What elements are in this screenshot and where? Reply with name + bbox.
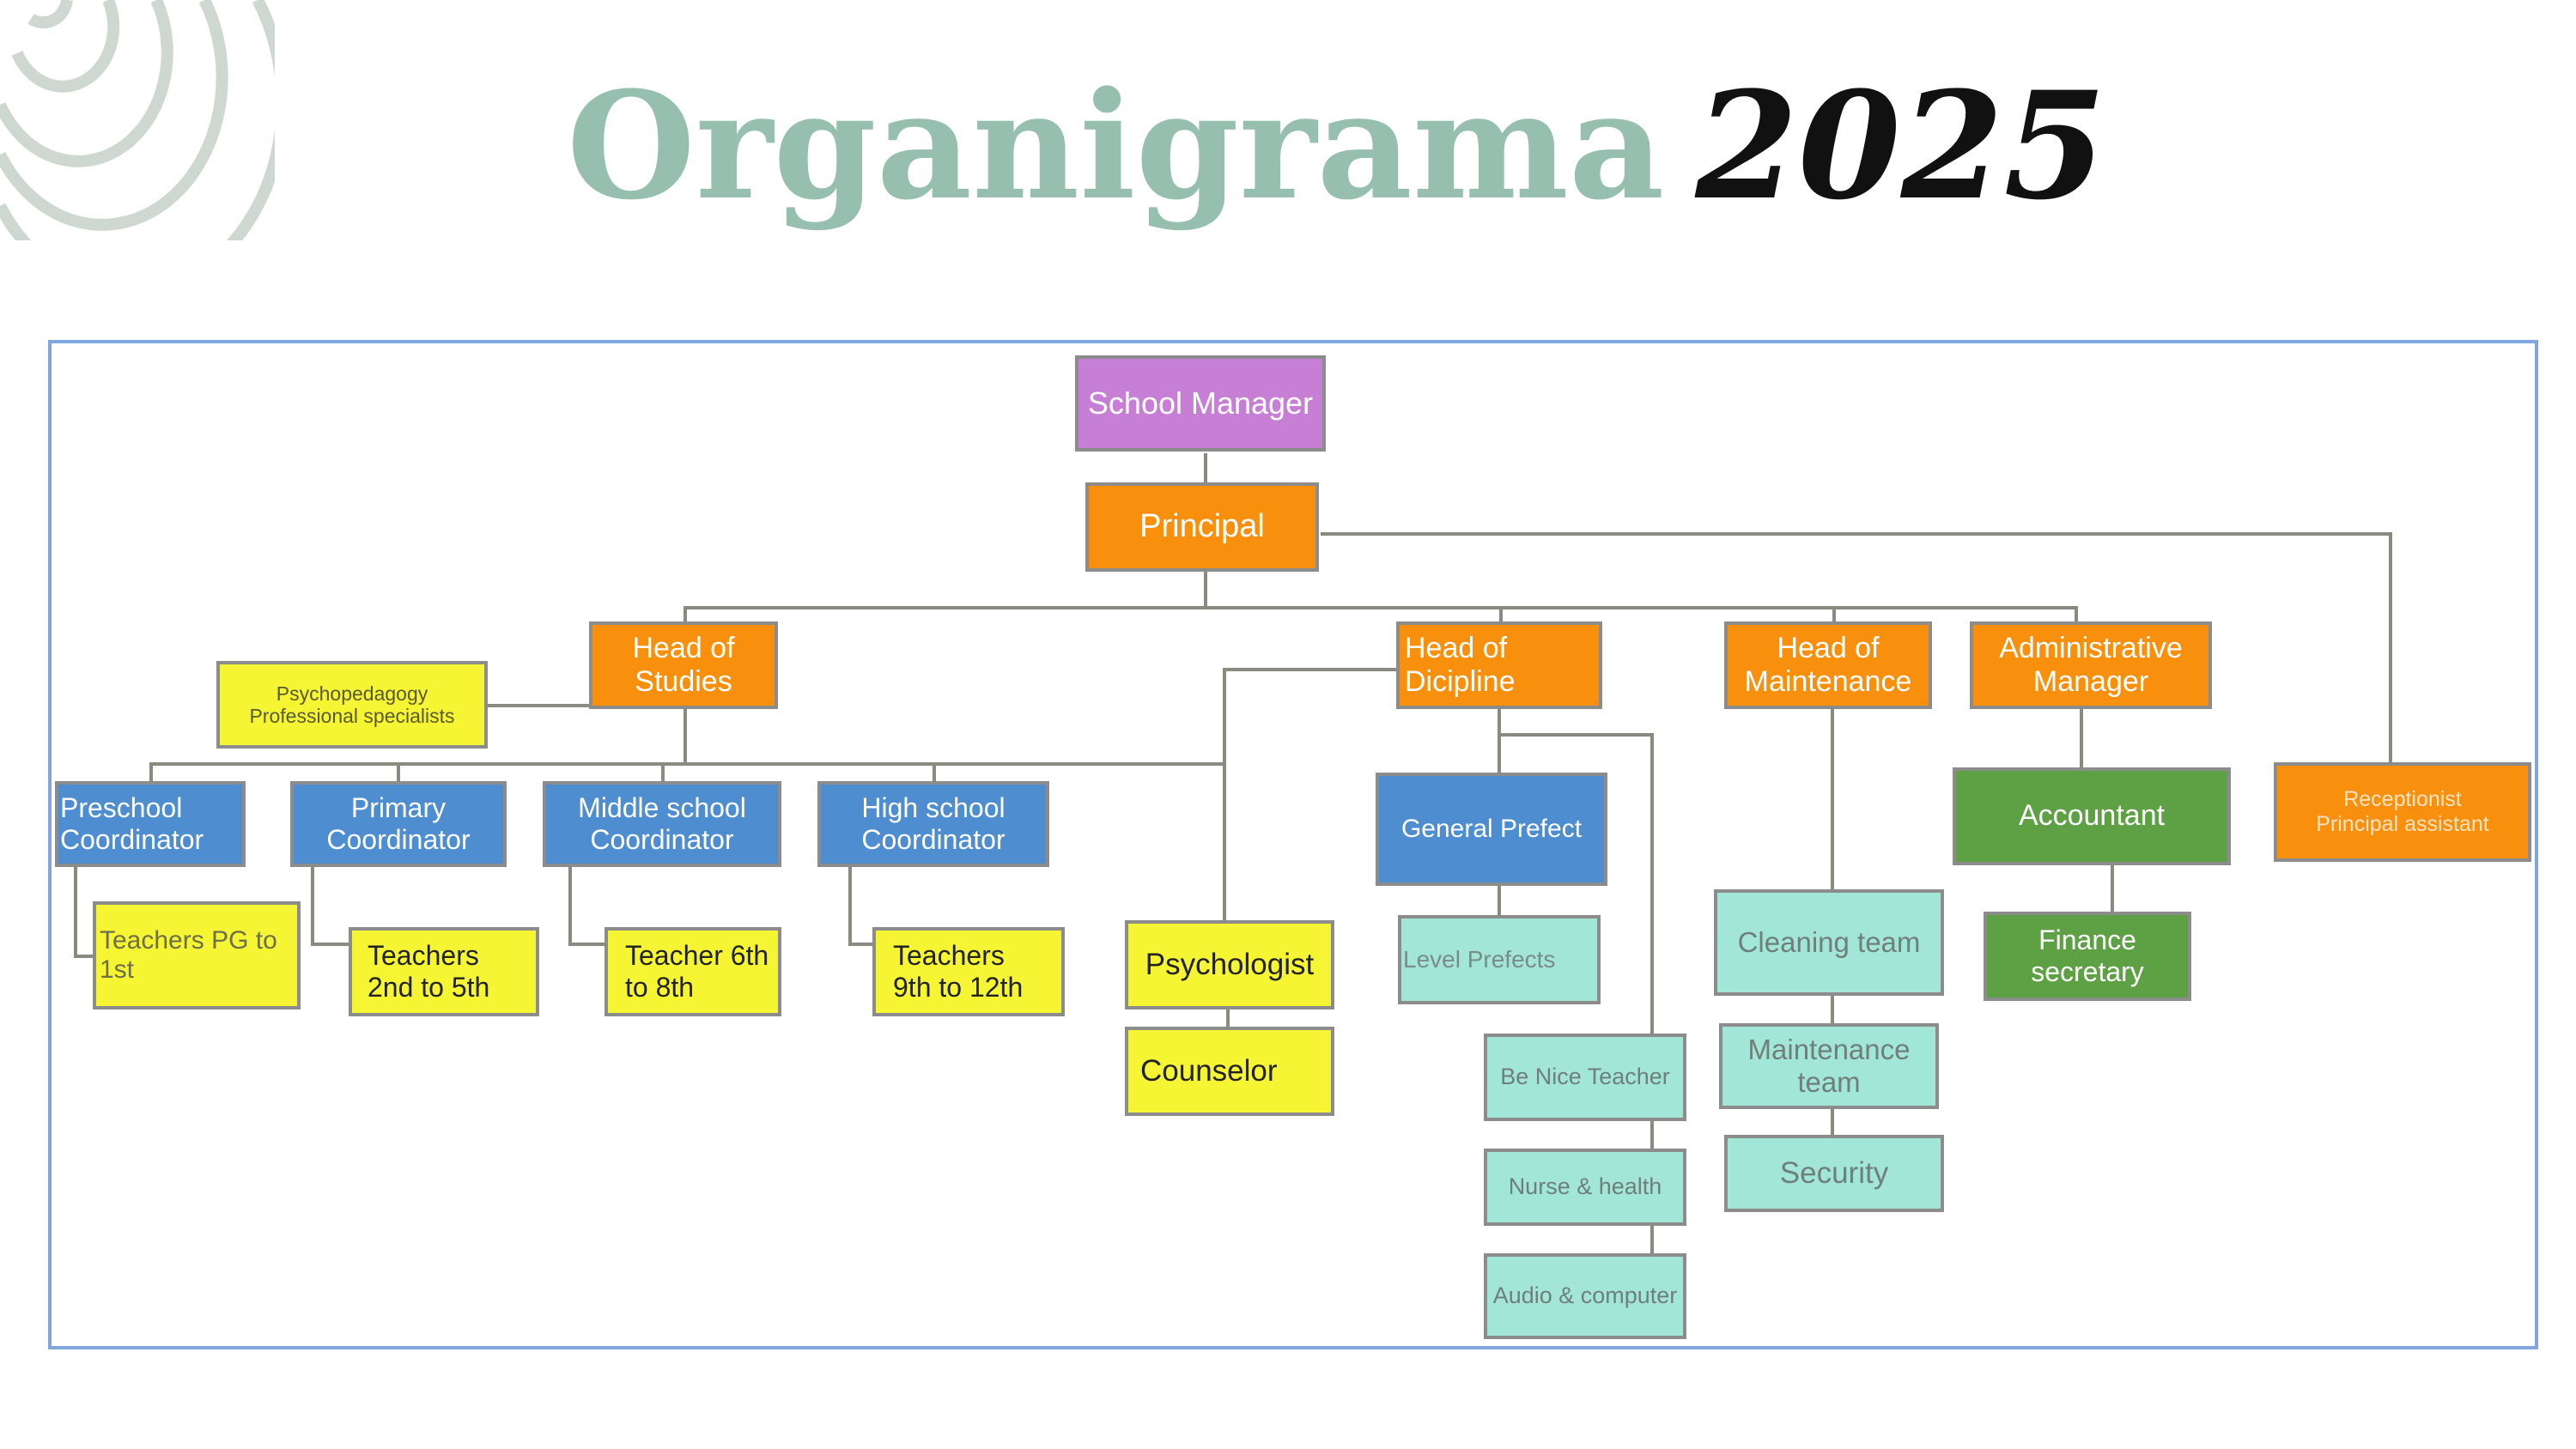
school-manager-box[interactable]: School Manager <box>1075 355 1326 452</box>
head-of-maintenance-box[interactable]: Head of Maintenance <box>1724 621 1932 709</box>
administrative-manager-box[interactable]: Administrative Manager <box>1970 621 2212 709</box>
org-chart-frame <box>48 340 2538 1349</box>
general-prefect-box[interactable]: General Prefect <box>1376 773 1607 886</box>
psychopedagogy-box[interactable]: Psychopedagogy Professional specialists <box>216 661 488 749</box>
head-of-discipline-box[interactable]: Head of Dicipline <box>1396 621 1602 709</box>
title-word: Organigrama <box>567 58 1665 233</box>
preschool-coordinator-box[interactable]: Preschool Coordinator <box>55 781 246 867</box>
counselor-box[interactable]: Counselor <box>1125 1027 1334 1116</box>
audio-computer-box[interactable]: Audio & computer <box>1484 1253 1686 1339</box>
psychologist-box[interactable]: Psychologist <box>1125 920 1334 1009</box>
teachers-pg-box[interactable]: Teachers PG to 1st <box>93 901 301 1009</box>
be-nice-teacher-box[interactable]: Be Nice Teacher <box>1484 1034 1686 1121</box>
accountant-box[interactable]: Accountant <box>1953 767 2231 865</box>
teachers-2nd-5th-box[interactable]: Teachers 2nd to 5th <box>349 927 539 1016</box>
level-prefects-box[interactable]: Level Prefects <box>1398 915 1601 1004</box>
head-of-studies-box[interactable]: Head of Studies <box>589 621 778 709</box>
middle-school-coordinator-box[interactable]: Middle school Coordinator <box>543 781 781 867</box>
security-box[interactable]: Security <box>1724 1135 1944 1212</box>
spiral-logo-icon <box>0 0 275 240</box>
finance-secretary-box[interactable]: Finance secretary <box>1984 912 2191 1001</box>
title-year: 2025 <box>1695 58 2107 233</box>
teachers-9th-12th-box[interactable]: Teachers 9th to 12th <box>872 927 1065 1016</box>
principal-box[interactable]: Principal <box>1085 482 1319 572</box>
teacher-6th-8th-box[interactable]: Teacher 6th to 8th <box>605 927 781 1016</box>
primary-coordinator-box[interactable]: Primary Coordinator <box>290 781 507 867</box>
receptionist-box[interactable]: Receptionist Principal assistant <box>2274 762 2531 862</box>
nurse-health-box[interactable]: Nurse & health <box>1484 1149 1686 1226</box>
cleaning-team-box[interactable]: Cleaning team <box>1714 889 1944 996</box>
high-school-coordinator-box[interactable]: High school Coordinator <box>817 781 1049 867</box>
maintenance-team-box[interactable]: Maintenance team <box>1719 1023 1939 1109</box>
